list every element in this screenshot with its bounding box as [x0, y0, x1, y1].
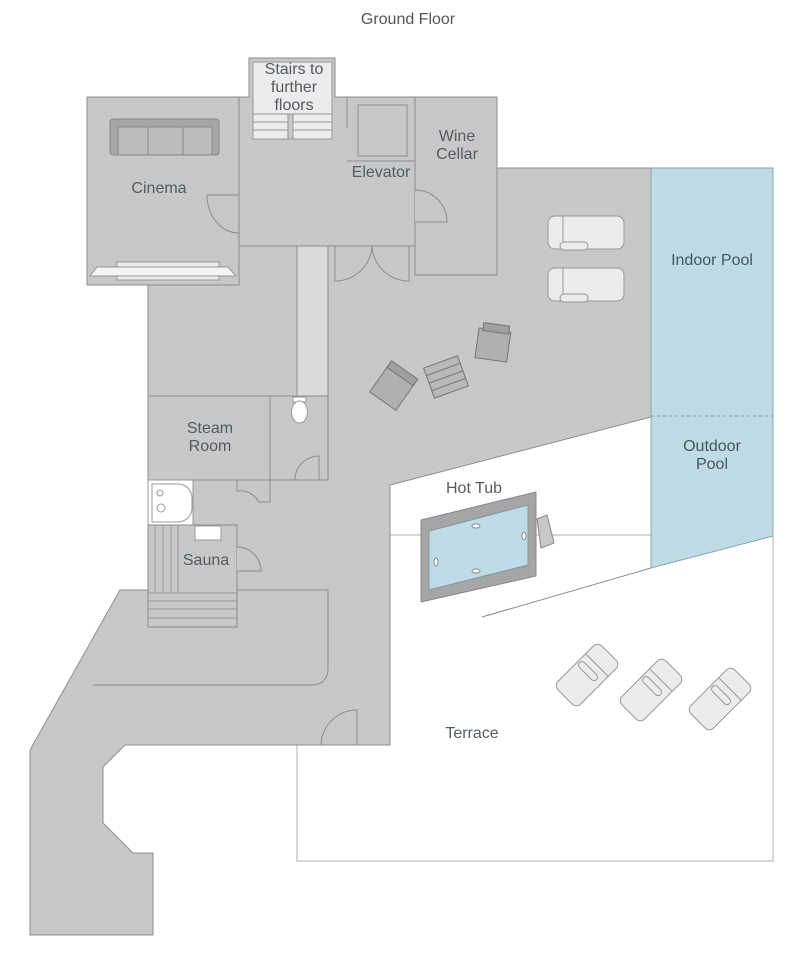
wine-cellar-room: [414, 96, 498, 276]
label-steam-room: Steam Room: [186, 420, 234, 455]
lounger-icon: [547, 215, 625, 251]
hot-tub-icon: [420, 491, 555, 603]
pool: [650, 167, 774, 569]
sink-icon: [147, 479, 194, 526]
corridor: [296, 245, 329, 397]
label-wine-cellar: Wine Cellar: [436, 128, 478, 163]
label-outdoor-pool: Outdoor Pool: [683, 438, 741, 473]
label-terrace: Terrace: [445, 725, 499, 742]
sauna-heater: [194, 525, 222, 541]
floor-title: Ground Floor: [360, 11, 456, 28]
sunbed-icon: [555, 643, 619, 707]
label-indoor-pool: Indoor Pool: [671, 252, 753, 269]
toilet-icon: [291, 396, 308, 424]
screen-icon: [88, 261, 238, 281]
sofa-icon: [109, 118, 220, 156]
sunbed-icon: [619, 658, 683, 722]
label-hot-tub: Hot Tub: [445, 480, 503, 497]
armchair-icon: [474, 321, 512, 363]
label-cinema: Cinema: [131, 180, 187, 197]
sunbed-icon: [688, 667, 752, 731]
label-stairs: Stairs to further floors: [264, 61, 324, 114]
steam-room: [147, 395, 271, 481]
sauna-room: [147, 524, 238, 628]
side-table-icon: [422, 355, 470, 399]
lounger-icon: [547, 267, 625, 303]
label-sauna: Sauna: [182, 552, 230, 569]
armchair-icon: [369, 360, 419, 411]
label-elevator: Elevator: [351, 164, 411, 181]
elevator-shaft: [357, 104, 408, 157]
